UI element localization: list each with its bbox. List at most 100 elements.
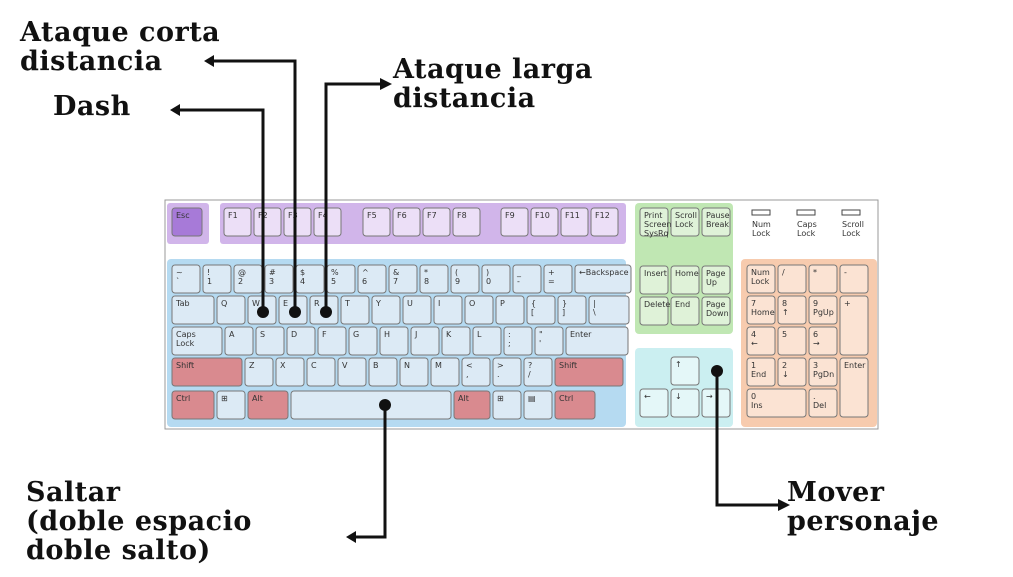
svg-text:↑: ↑ — [782, 308, 789, 317]
key-row2-12: }] — [557, 295, 587, 325]
key-row4-5: B — [368, 357, 398, 387]
key-row5-5: ⊞ — [492, 390, 522, 420]
dash-label: Dash — [53, 91, 131, 122]
svg-text:9: 9 — [455, 277, 460, 286]
svg-text:→: → — [706, 392, 713, 401]
svg-text:↓: ↓ — [675, 392, 682, 401]
svg-text:Delete: Delete — [644, 300, 670, 309]
svg-text:5: 5 — [782, 330, 787, 339]
key-esc: Esc — [171, 207, 203, 237]
svg-text:⊞: ⊞ — [497, 394, 504, 403]
svg-text:↓: ↓ — [782, 370, 789, 379]
svg-text:Alt: Alt — [252, 394, 263, 403]
svg-text:G: G — [353, 330, 359, 339]
svg-text:?: ? — [528, 361, 532, 370]
key-row2-6: Y — [371, 295, 401, 325]
svg-text:5: 5 — [331, 277, 336, 286]
key-row2-3: E — [278, 295, 308, 325]
key-row1-12: += — [543, 264, 573, 294]
key-row3-11: "' — [534, 326, 564, 356]
svg-text:*: * — [424, 268, 428, 277]
svg-text:PgDn: PgDn — [813, 370, 834, 379]
key-row1-7: &7 — [388, 264, 418, 294]
svg-text:.: . — [497, 370, 500, 379]
svg-text:]: ] — [562, 308, 565, 317]
svg-text:F: F — [322, 330, 327, 339]
key-row5-0: Ctrl — [171, 390, 215, 420]
key-row1-11: _- — [512, 264, 542, 294]
key-row3-12: Enter — [565, 326, 629, 356]
svg-text:Num: Num — [751, 268, 770, 277]
key-nav-7: End — [670, 296, 700, 326]
svg-text:Scroll: Scroll — [675, 211, 697, 220]
svg-text:U: U — [407, 299, 413, 308]
svg-text:$: $ — [300, 268, 305, 277]
key-space — [290, 390, 452, 420]
ataque-larga-label: Ataque larga distancia — [393, 54, 593, 114]
svg-text:Home: Home — [751, 308, 775, 317]
svg-text:D: D — [291, 330, 297, 339]
key-f12: F12 — [590, 207, 619, 237]
key-row4-8: <, — [461, 357, 491, 387]
svg-text:Enter: Enter — [570, 330, 592, 339]
svg-text:_: _ — [516, 268, 522, 277]
svg-text:PgUp: PgUp — [813, 308, 834, 317]
svg-text:Enter: Enter — [844, 361, 866, 370]
key-row2-4: R — [309, 295, 339, 325]
svg-text:Lock: Lock — [176, 339, 195, 348]
svg-text:8: 8 — [782, 299, 787, 308]
svg-text:F1: F1 — [228, 211, 238, 220]
key-row4-0: Shift — [171, 357, 243, 387]
svg-text:Shift: Shift — [559, 361, 577, 370]
svg-text:L: L — [477, 330, 482, 339]
saltar-label: Saltar (doble espacio doble salto) — [26, 477, 252, 566]
svg-text:F5: F5 — [367, 211, 377, 220]
svg-text:F9: F9 — [505, 211, 515, 220]
svg-text:3: 3 — [269, 277, 274, 286]
svg-text:1: 1 — [207, 277, 212, 286]
svg-text:K: K — [446, 330, 452, 339]
key-row2-9: O — [464, 295, 494, 325]
svg-text:/: / — [528, 370, 531, 379]
svg-text:Insert: Insert — [644, 269, 667, 278]
svg-text:&: & — [393, 268, 399, 277]
key-row5-6: ▤ — [523, 390, 553, 420]
key-row1-8: *8 — [419, 264, 449, 294]
svg-text:=: = — [548, 277, 555, 286]
key-row4-1: Z — [244, 357, 274, 387]
svg-text:Q: Q — [221, 299, 227, 308]
svg-text:Ctrl: Ctrl — [176, 394, 190, 403]
lock-indicator-label: Caps — [797, 220, 817, 229]
key-row3-4: F — [317, 326, 347, 356]
svg-text:Shift: Shift — [176, 361, 194, 370]
svg-text:Up: Up — [706, 278, 717, 287]
svg-text:0: 0 — [486, 277, 491, 286]
key-f4: F4 — [313, 207, 342, 237]
svg-text:/: / — [782, 268, 785, 277]
key-numpad-3: - — [839, 264, 869, 294]
svg-text:Alt: Alt — [458, 394, 469, 403]
svg-text:#: # — [269, 268, 276, 277]
svg-text:Ins: Ins — [751, 401, 763, 410]
key-right: → — [701, 388, 731, 418]
lock-indicator-label: Scroll — [842, 220, 864, 229]
key-up: ↑ — [670, 356, 700, 386]
key-nav-4: Home — [670, 265, 700, 295]
svg-text:F10: F10 — [535, 211, 550, 220]
svg-text:O: O — [469, 299, 475, 308]
svg-text:4: 4 — [751, 330, 756, 339]
lock-indicator-label: Num — [752, 220, 771, 229]
key-row3-8: K — [441, 326, 471, 356]
svg-text:!: ! — [207, 268, 210, 277]
svg-text:▤: ▤ — [528, 394, 536, 403]
svg-text:C: C — [311, 361, 317, 370]
lock-indicator-label: Lock — [797, 229, 816, 238]
svg-text:Home: Home — [675, 269, 699, 278]
key-f2: F2 — [253, 207, 282, 237]
svg-text:9: 9 — [813, 299, 818, 308]
